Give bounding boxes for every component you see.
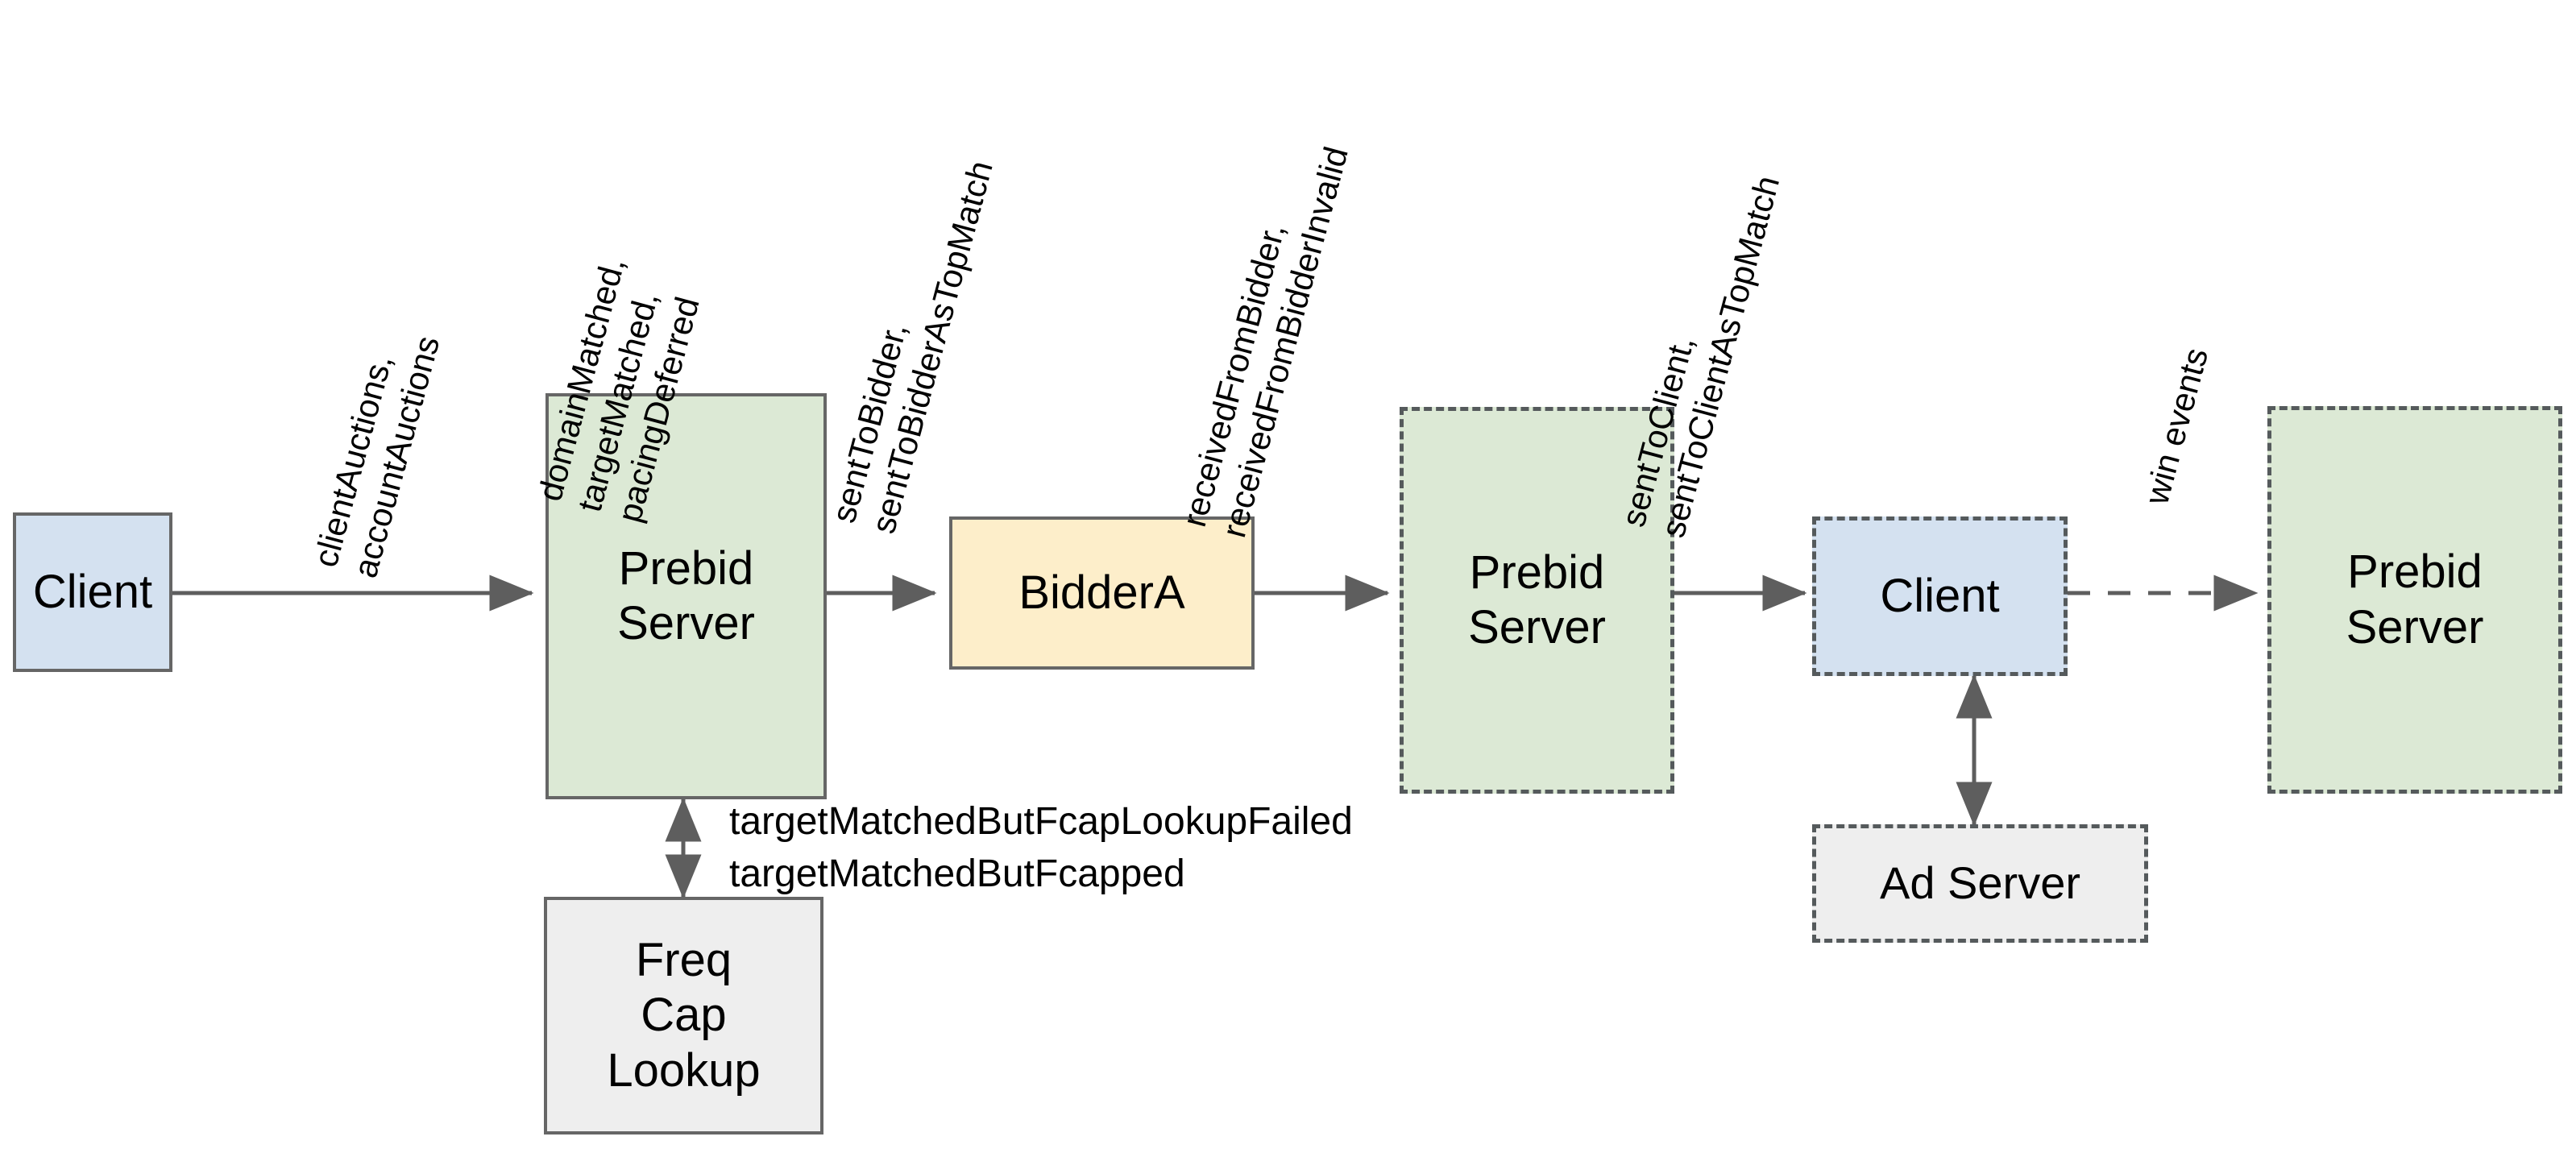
edge-label-sent-to-bidder: sentToBidder, sentToBidderAsTopMatch	[823, 156, 1001, 537]
node-prebid-server-1[interactable]: Prebid Server	[545, 393, 827, 799]
node-ad-server[interactable]: Ad Server	[1812, 824, 2148, 943]
node-label: Prebid Server	[617, 541, 755, 649]
edge-label-sent-to-client: sentToClient, sentToClientAsTopMatch	[1613, 172, 1787, 541]
node-label: Client	[1880, 569, 2000, 622]
edge-label-win-events: win events	[2137, 343, 2216, 508]
node-label: Ad Server	[1880, 857, 2080, 909]
node-client-right[interactable]: Client	[1812, 516, 2068, 676]
node-label: Prebid Server	[2346, 545, 2484, 653]
node-prebid-server-2[interactable]: Prebid Server	[1400, 407, 1674, 794]
edge-label-received-from-bidder: receivedFromBidder, receivedFromBidderIn…	[1174, 143, 1356, 541]
edge-label-fcap: targetMatchedButFcapLookupFailed targetM…	[729, 800, 1353, 895]
node-prebid-server-3[interactable]: Prebid Server	[2267, 406, 2562, 794]
node-label: BidderA	[1018, 566, 1185, 619]
edge-label-client-auctions: clientAuctions, accountAuctions	[305, 332, 447, 582]
node-label: Prebid Server	[1468, 545, 1606, 653]
node-label: Client	[32, 565, 153, 618]
node-label: Freq Cap Lookup	[607, 933, 761, 1097]
node-freq-cap-lookup[interactable]: Freq Cap Lookup	[544, 897, 823, 1134]
node-bidder-a[interactable]: BidderA	[949, 516, 1255, 670]
node-client-left[interactable]: Client	[13, 512, 172, 672]
